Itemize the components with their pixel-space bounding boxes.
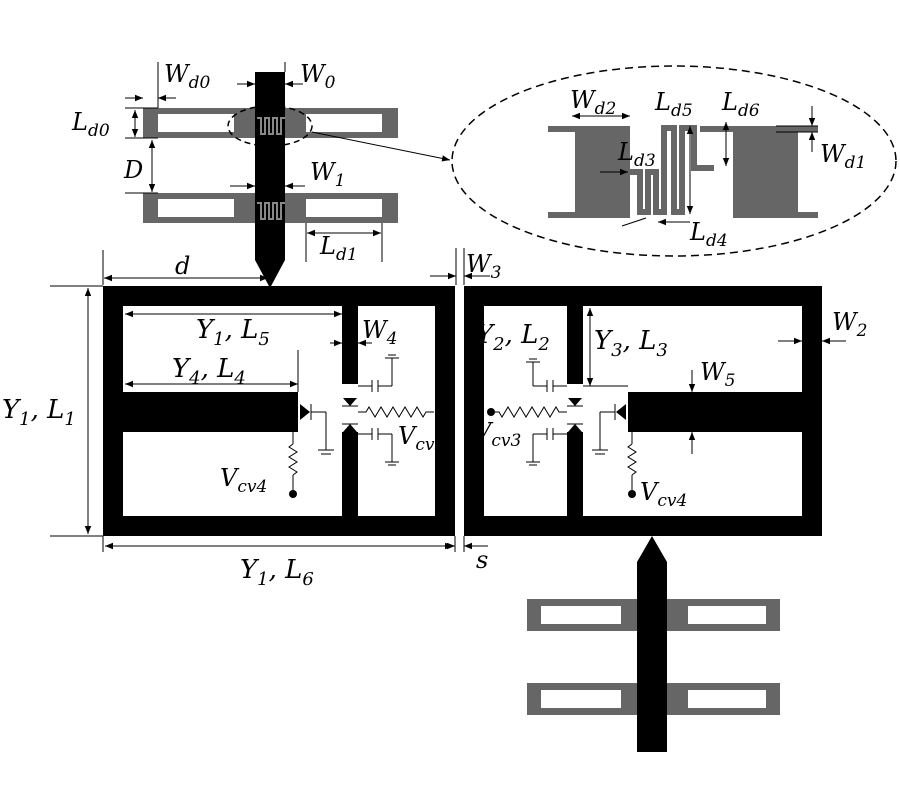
- zoom-ellipse-small: [227, 105, 313, 147]
- svg-text:Ld3: Ld3: [617, 138, 656, 171]
- dims-left-resonator: [50, 285, 456, 552]
- right-stub-horizontal: [628, 392, 802, 432]
- svg-text:Ld5: Ld5: [654, 88, 693, 121]
- label-y3-l3: Y: [594, 326, 614, 356]
- label-y2-l2: Y: [476, 320, 496, 350]
- labels: Wd0 W0 Ld0 D W1 Ld1 d W3 Wd2 Ld5 Ld6 Ld3…: [2, 60, 868, 590]
- feed-line-top: [255, 72, 285, 260]
- label-d-spacing: D: [123, 156, 143, 184]
- label-y1-l5: Y: [196, 315, 216, 345]
- label-ld1: L: [319, 232, 336, 260]
- svg-text:Ld0: Ld0: [71, 108, 110, 141]
- label-wd2: W: [570, 86, 597, 114]
- svg-text:Wd0: Wd0: [164, 60, 211, 93]
- svg-text:Y3, L3: Y3, L3: [594, 326, 668, 361]
- svg-text:Y1, L1: Y1, L1: [2, 395, 76, 430]
- left-stub-vertical-top: [342, 306, 358, 384]
- svg-text:W3: W3: [466, 250, 502, 283]
- label-ld4: L: [689, 218, 706, 246]
- label-y1-l6: Y: [240, 555, 260, 585]
- label-vcv3-right: V: [474, 418, 494, 446]
- label-s: s: [476, 546, 488, 574]
- label-vcv4-right: V: [640, 478, 660, 506]
- svg-text:W5: W5: [700, 358, 736, 391]
- label-w2: W: [832, 308, 859, 336]
- svg-text:Ld4: Ld4: [689, 218, 728, 251]
- bottom-feed-assembly: [527, 536, 780, 752]
- svg-text:W1: W1: [310, 158, 346, 191]
- svg-text:W4: W4: [362, 316, 398, 349]
- left-stub-horizontal: [123, 392, 298, 432]
- right-stub-vertical-bottom: [567, 432, 583, 516]
- label-y1-l1: Y: [2, 395, 22, 425]
- svg-text:Ld1: Ld1: [319, 232, 358, 265]
- svg-text:Vcv4: Vcv4: [640, 478, 687, 511]
- svg-text:Vcv4: Vcv4: [220, 464, 267, 497]
- svg-text:Wd2: Wd2: [570, 86, 616, 119]
- svg-text:Wd1: Wd1: [820, 140, 866, 173]
- left-stub-vertical-bottom: [342, 432, 358, 516]
- label-w4: W: [362, 316, 389, 344]
- svg-text:Ld6: Ld6: [721, 88, 760, 121]
- label-w3: W: [466, 250, 493, 278]
- label-ld0: L: [71, 108, 88, 136]
- label-w5: W: [700, 358, 727, 386]
- svg-text:Y2, L2: Y2, L2: [476, 320, 550, 355]
- label-w0: W: [300, 60, 327, 88]
- svg-text:Y1, L6: Y1, L6: [240, 555, 314, 590]
- dims-right-resonator: [440, 288, 846, 552]
- label-wd0: W: [164, 60, 191, 88]
- svg-text:Y4, L4: Y4, L4: [172, 354, 246, 389]
- label-ld5: L: [654, 88, 671, 116]
- label-y4-l4: Y: [172, 354, 192, 384]
- feed-arrow-tip: [255, 260, 285, 288]
- label-d: d: [175, 252, 190, 280]
- label-ld6: L: [721, 88, 738, 116]
- feed-line-bottom: [637, 562, 667, 752]
- right-stub-vertical-top: [567, 306, 583, 384]
- left-resonator: [103, 286, 455, 536]
- dims-top-left: [102, 62, 490, 285]
- zoom-ellipse-large: [451, 65, 897, 257]
- svg-text:W0: W0: [300, 60, 336, 93]
- svg-text:Y1, L5: Y1, L5: [196, 315, 270, 350]
- label-vcv4-left: V: [220, 464, 240, 492]
- top-feed-assembly: [143, 72, 451, 288]
- label-ld3: L: [617, 138, 634, 166]
- right-resonator: [464, 286, 822, 536]
- label-wd1: W: [820, 140, 847, 168]
- label-w1: W: [310, 158, 337, 186]
- svg-text:Vcv3: Vcv3: [398, 422, 445, 455]
- label-vcv3-left: V: [398, 422, 418, 450]
- zoom-detail: [451, 65, 897, 257]
- svg-text:Vcv3: Vcv3: [474, 418, 521, 451]
- svg-text:W2: W2: [832, 308, 868, 341]
